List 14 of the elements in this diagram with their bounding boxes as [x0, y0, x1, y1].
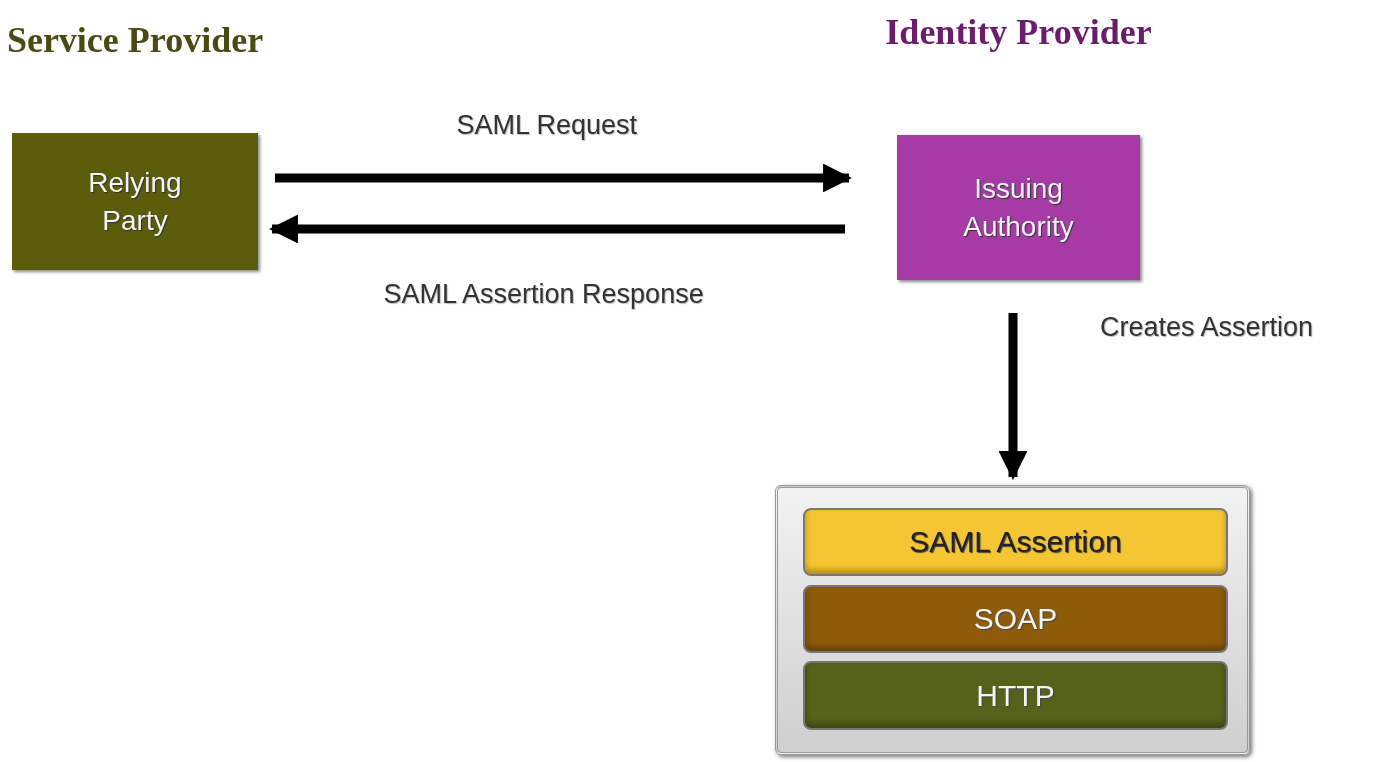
arrow [998, 313, 1028, 480]
box-label: Relying Party [87, 165, 183, 238]
edge-label: Creates Assertion [1100, 312, 1314, 343]
edge-label: SAML Assertion Response [383, 279, 704, 310]
edge-label: SAML Request [456, 110, 638, 141]
protocol-layer: HTTP [803, 661, 1228, 730]
arrow [275, 163, 852, 193]
heading: Identity Provider [884, 11, 1153, 54]
protocol-layer: SOAP [803, 585, 1228, 653]
arrow [269, 214, 845, 244]
box-label: Issuing Authority [962, 171, 1075, 244]
protocol-layer: SAML Assertion [803, 508, 1228, 576]
heading: Service Provider [5, 19, 265, 62]
protocol-stack-box [775, 485, 1250, 755]
